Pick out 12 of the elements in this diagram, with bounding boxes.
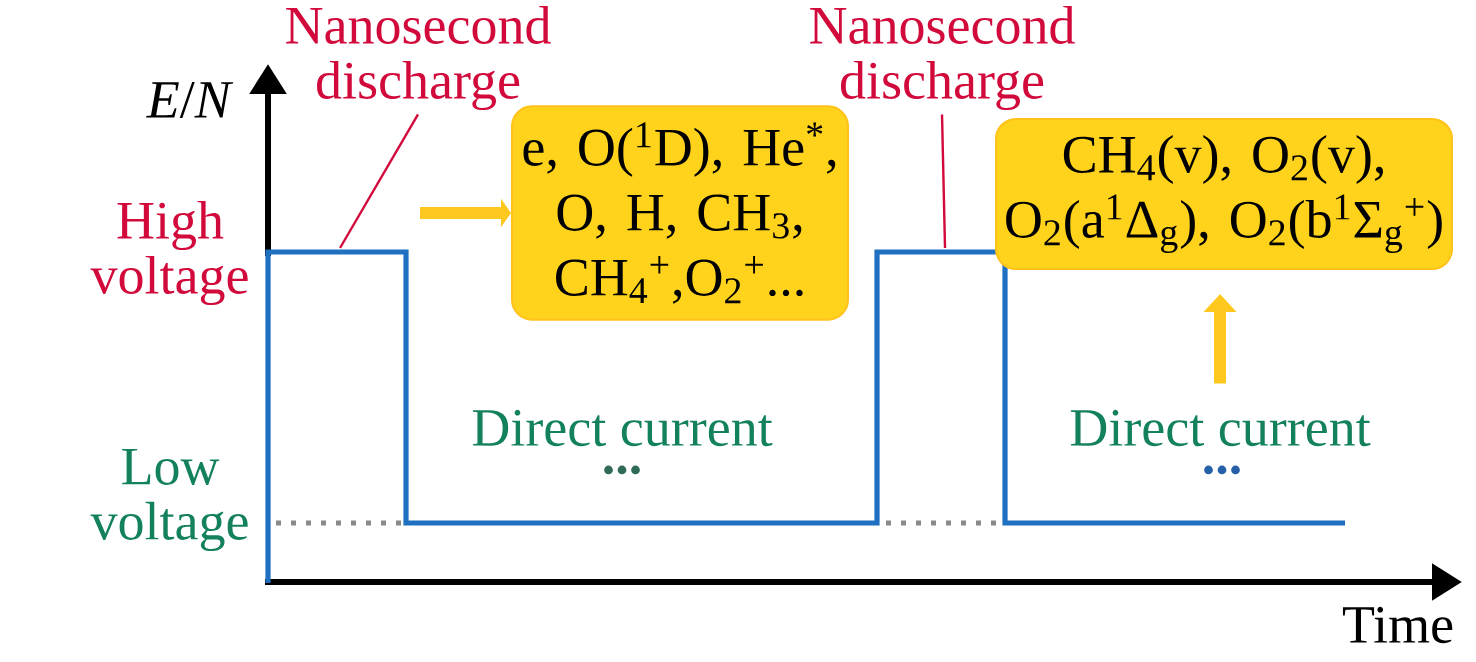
axis-label: E/N xyxy=(146,81,234,119)
ellipsis: ... xyxy=(1204,465,1240,475)
level-label: High voltage xyxy=(90,200,248,306)
axis-label: Time xyxy=(1342,606,1453,644)
ellipsis: ... xyxy=(604,465,640,475)
species-box: e, O($^{1}$D), He$^{*}$, O, H, CH$_{3}$, CH$_{4}$$^{+}$,O$_{2}$$^{+}$... xyxy=(511,105,849,321)
species-box: CH$_{4}$(v), O$_{2}$(v), O$_{2}$(a$^{1}$Δ$_{g}$), O$_{2}$(b$^{1}$Σ$_{g}$$^{+}$) xyxy=(995,117,1453,271)
leader-line xyxy=(338,113,420,249)
leader-line xyxy=(940,114,947,248)
phase-label: Direct current xyxy=(472,409,773,447)
phase-label: Direct current xyxy=(1070,409,1371,447)
level-label: Low voltage xyxy=(90,448,248,551)
